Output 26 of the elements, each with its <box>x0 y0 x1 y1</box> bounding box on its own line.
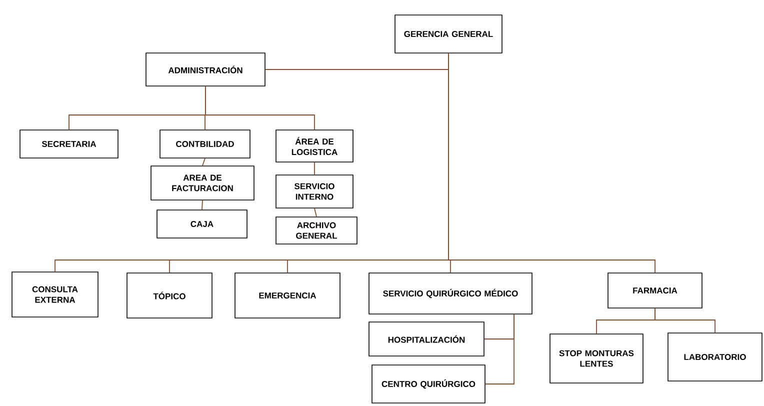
org-box: TÓPICO <box>126 272 212 318</box>
connector-line <box>202 158 206 166</box>
org-box: HOSPITALIZACIÓN <box>368 322 484 356</box>
connector-line <box>202 200 203 210</box>
org-box: ÁREA DE LOGISTICA <box>276 130 354 162</box>
org-box: CENTRO QUIRÚRGICO <box>372 364 486 404</box>
org-box: STOP MONTURAS LENTES <box>550 334 644 384</box>
connector-line <box>448 52 656 274</box>
org-box: CONSULTA EXTERNA <box>12 272 98 318</box>
org-box: FARMACIA <box>608 272 702 308</box>
connector-line <box>484 314 514 384</box>
org-box: ARCHIVO GENERAL <box>276 216 358 244</box>
connector-line <box>314 162 315 176</box>
org-box: ADMINISTRACIÓN <box>146 52 266 86</box>
org-box: GERENCIA GENERAL <box>394 14 502 54</box>
org-box: SERVICIO QUIRÚRGICO MÉDICO <box>368 272 532 314</box>
org-box: AREA DE FACTURACION <box>150 166 254 200</box>
org-box: EMERGENCIA <box>234 272 340 318</box>
connector-line <box>314 208 317 218</box>
connector-line <box>654 308 716 334</box>
connector-line <box>205 86 315 130</box>
org-box: CONTBILIDAD <box>160 130 250 158</box>
org-box: SERVICIO INTERNO <box>276 174 354 208</box>
org-box: SECRETARIA <box>20 130 118 158</box>
org-box: CAJA <box>156 210 248 238</box>
org-box: LABORATORIO <box>668 332 762 382</box>
